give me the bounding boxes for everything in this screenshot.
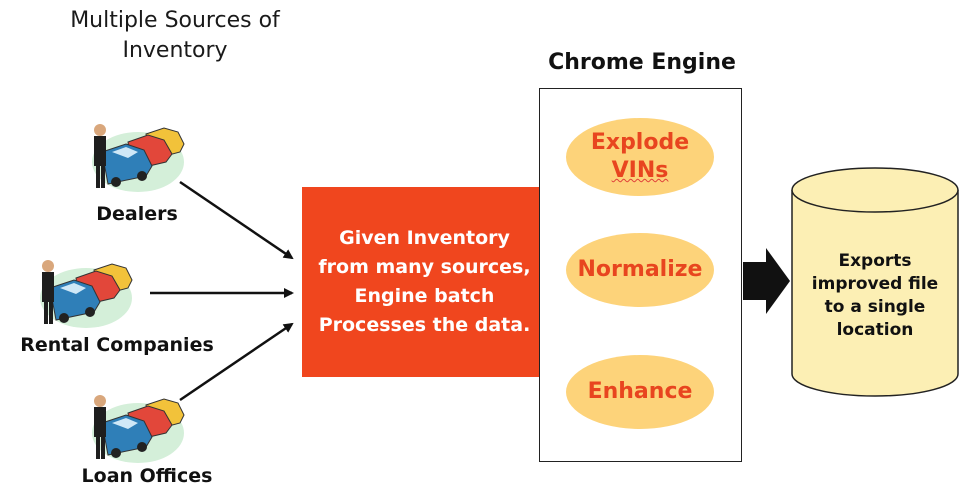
step-3-label: Enhance (587, 379, 693, 404)
arrow-loan (179, 322, 294, 402)
export-arrow (733, 248, 790, 314)
step-enhance: Enhance (566, 355, 714, 429)
arrow-dealers (179, 180, 294, 260)
step-explode-vins: Explode VINs (566, 118, 714, 196)
source-label-rental: Rental Companies (20, 334, 214, 356)
process-box: Given Inventory from many sources, Engin… (302, 187, 547, 377)
database-cylinder (791, 167, 959, 397)
loan-cars-icon (91, 394, 185, 464)
export-label: Exports improved file to a single locati… (811, 251, 939, 340)
source-label-loan: Loan Offices (81, 465, 213, 487)
step-normalize: Normalize (566, 233, 714, 307)
step-2-label: Normalize (577, 257, 703, 282)
rental-cars-icon (39, 259, 133, 329)
source-label-dealers: Dealers (96, 203, 178, 225)
sources-heading: Multiple Sources of Inventory (70, 8, 280, 63)
step-1-line2: VINs (611, 158, 669, 183)
engine-heading: Chrome Engine (548, 50, 736, 75)
step-1-line1: Explode (590, 130, 690, 155)
dealer-cars-icon (91, 123, 185, 193)
